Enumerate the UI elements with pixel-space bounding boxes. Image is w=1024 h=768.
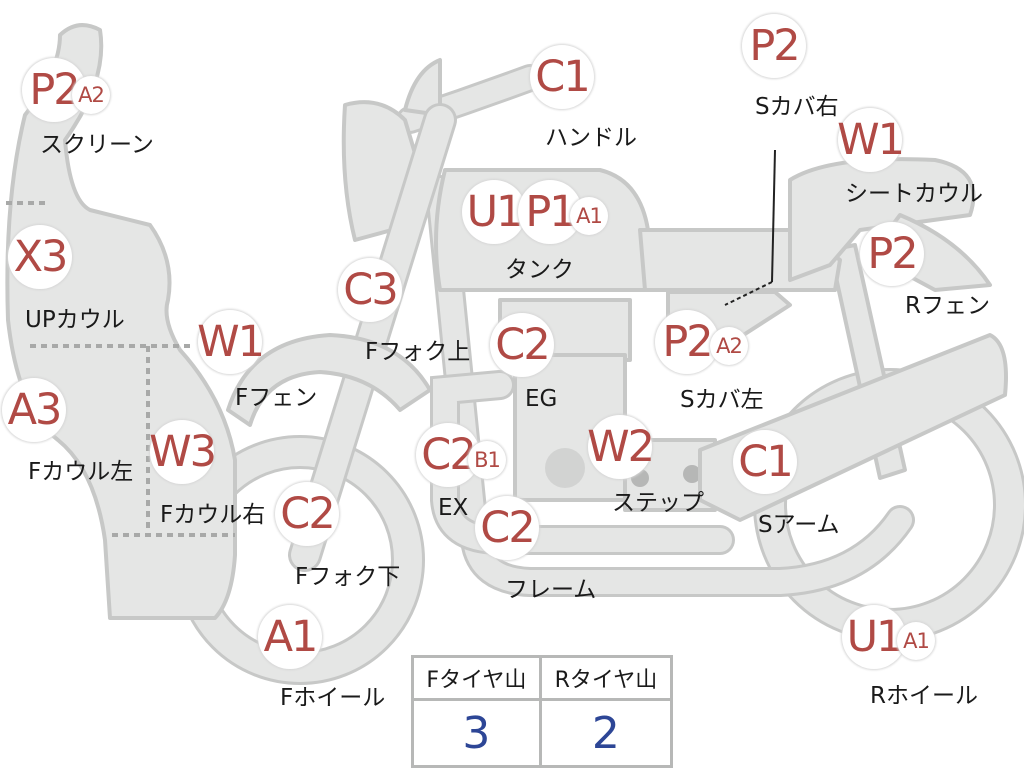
s-cover-left-code-2: A2	[710, 327, 748, 365]
r-fender-label: Rフェン	[905, 293, 990, 319]
f-fork-lower-code-1: C2	[275, 482, 339, 546]
frame-label: フレーム	[505, 577, 597, 603]
f-cowl-right-label: Fカウル右	[160, 502, 266, 528]
tank-code-3: A1	[570, 197, 608, 235]
seat-cowl-code-1: W1	[837, 108, 905, 172]
screen-label: スクリーン	[40, 132, 154, 158]
swing-arm-label: Sアーム	[758, 512, 840, 538]
s-cover-left-code-1: P2	[655, 310, 719, 374]
exhaust-label: EX	[438, 495, 469, 521]
f-cowl-right-code-1: W3	[149, 420, 217, 484]
r-wheel-code-2: A1	[897, 622, 935, 660]
engine-label: EG	[525, 386, 558, 412]
r-wheel-code-1: U1	[842, 605, 906, 669]
f-wheel-code-1: A1	[258, 605, 322, 669]
front-tread-header: Fタイヤ山	[411, 655, 542, 701]
rear-tread-value: 2	[538, 698, 674, 768]
rear-tread-header: Rタイヤ山	[538, 655, 674, 701]
frame-code-1: C2	[475, 496, 539, 560]
f-fender-label: Fフェン	[235, 385, 318, 411]
up-cowl-label: UPカウル	[25, 307, 125, 333]
exhaust-code-2: B1	[468, 441, 506, 479]
seat-cowl-label: シートカウル	[845, 181, 983, 207]
f-fender-code-1: W1	[197, 310, 265, 374]
f-fork-lower-label: Fフォク下	[295, 564, 401, 590]
f-cowl-left-code-1: A3	[2, 378, 66, 442]
s-cover-right-code-1: P2	[742, 14, 806, 78]
screen-code-2: A2	[72, 76, 110, 114]
frame-shape	[425, 175, 915, 597]
f-cowl-left-label: Fカウル左	[28, 459, 134, 485]
f-wheel-label: Fホイール	[280, 685, 386, 711]
exhaust-code-1: C2	[416, 423, 480, 487]
swing-arm-code-1: C1	[733, 430, 797, 494]
cowl-dividers	[6, 201, 235, 537]
tire-tread-table: Fタイヤ山 Rタイヤ山 3 2	[411, 655, 674, 768]
mirror-shape	[403, 58, 442, 117]
r-wheel-label: Rホイール	[870, 683, 978, 709]
f-fork-upper-label: Fフォク上	[365, 339, 471, 365]
engine-code-1: C2	[490, 313, 554, 377]
s-cover-right-leader	[771, 149, 776, 283]
handle-code-1: C1	[530, 45, 594, 109]
s-cover-left-label: Sカバ左	[680, 387, 764, 413]
r-fender-code-1: P2	[860, 222, 924, 286]
step-label: ステップ	[612, 490, 704, 516]
s-cover-right-label: Sカバ右	[755, 94, 839, 120]
step-code-1: W2	[587, 415, 655, 479]
up-cowl-code-1: X3	[8, 225, 72, 289]
front-fender-shape	[226, 333, 432, 427]
seat-cowl-shape	[788, 157, 976, 282]
handle-label: ハンドル	[545, 125, 637, 151]
tank-label: タンク	[505, 257, 574, 283]
screen-code-1: P2	[22, 58, 86, 122]
front-tread-value: 3	[411, 698, 542, 768]
tank-code-1: U1	[462, 180, 526, 244]
f-fork-upper-code-1: C3	[338, 258, 402, 322]
